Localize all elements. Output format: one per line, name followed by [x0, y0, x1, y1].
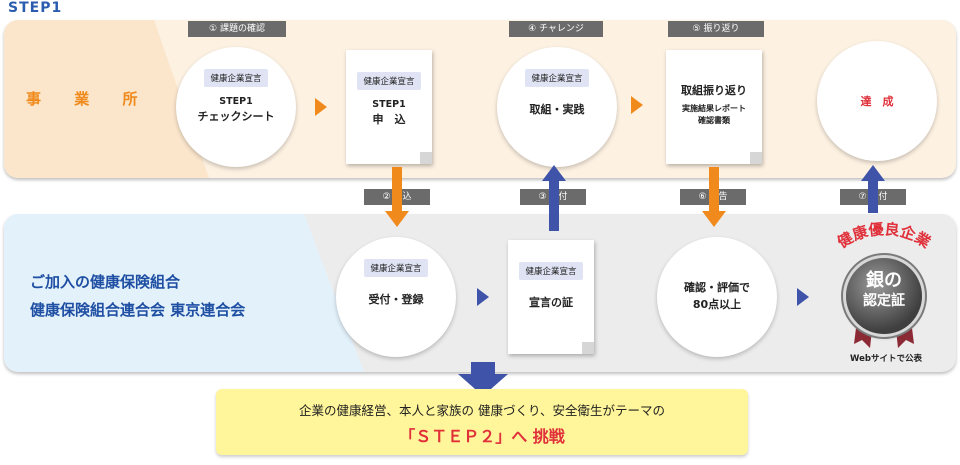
- apply-line1: STEP1: [372, 99, 406, 110]
- union-label-line2: 健康保険組合連合会 東京連合会: [30, 301, 246, 319]
- certificate-tag: 健康企業宣言: [519, 262, 583, 280]
- review-line2: 実施結果レポート: [682, 104, 746, 113]
- register-node: 健康企業宣言 受付・登録: [336, 237, 456, 357]
- certificate-document: 健康企業宣言 宣言の証: [508, 240, 594, 354]
- practice-tag: 健康企業宣言: [525, 69, 589, 87]
- certificate-document-fold: [582, 342, 594, 354]
- step2-callout-line2: 「ＳＴＥＰ２」へ 挑戦: [399, 427, 565, 446]
- office-lane: [4, 20, 956, 178]
- step2-callout: 企業の健康経営、本人と家族の 健康づくり、安全衛生がテーマの 「ＳＴＥＰ２」へ …: [216, 389, 748, 455]
- evaluate-line1: 確認・評価で: [684, 281, 750, 294]
- union-label: ご加入の健康保険組合 健康保険組合連合会 東京連合会: [30, 268, 245, 324]
- arrow-down-orange-report: [702, 167, 726, 227]
- arrow-down-orange-apply: [385, 167, 409, 227]
- review-line1: 取組振り返り: [681, 84, 747, 97]
- review-line3: 確認書類: [698, 116, 730, 125]
- arrow-right-blue-2: [797, 288, 809, 306]
- office-lane-highlight: [4, 20, 209, 178]
- practice-node: 健康企業宣言 取組・実践: [497, 47, 617, 167]
- checksheet-node: 健康企業宣言 STEP1 チェックシート: [176, 47, 296, 167]
- office-label: 事 業 所: [26, 90, 152, 108]
- apply-line2: 申 込: [372, 113, 406, 126]
- badge-step1-issue-check: ① 課題の確認: [188, 21, 286, 37]
- arrow-up-blue-publish: [861, 165, 885, 213]
- arrow-up-blue-send: [542, 165, 566, 231]
- checksheet-line2: チェックシート: [197, 110, 275, 123]
- medal-line1: 銀の: [866, 270, 902, 291]
- checksheet-line1: STEP1: [219, 96, 253, 107]
- badge-step5-review: ⑤ 振り返り: [668, 21, 764, 37]
- arc-title-text: 健康優良企業: [834, 220, 934, 252]
- apply-document: 健康企業宣言 STEP1 申 込: [346, 50, 432, 164]
- union-lane-highlight: [4, 214, 364, 372]
- badge-step4-challenge: ④ チャレンジ: [509, 21, 603, 37]
- register-tag: 健康企業宣言: [364, 259, 428, 277]
- achieve-label: 達 成: [860, 95, 894, 108]
- union-label-line1: ご加入の健康保険組合: [30, 273, 181, 291]
- big-arrow-down-blue: [458, 362, 508, 396]
- evaluate-line2: 80点以上: [692, 298, 742, 311]
- practice-line1: 取組・実践: [529, 103, 585, 116]
- review-document-fold: [750, 152, 762, 164]
- arrow-right-orange-2: [631, 96, 643, 114]
- step-title: STEP1: [8, 0, 63, 16]
- certification-arc-title: 健康優良企業: [834, 220, 934, 252]
- register-line1: 受付・登録: [368, 293, 424, 306]
- arrow-right-blue-1: [477, 288, 489, 306]
- medal-line2: 認定証: [863, 293, 905, 309]
- certificate-line1: 宣言の証: [529, 296, 573, 309]
- step2-callout-line1: 企業の健康経営、本人と家族の 健康づくり、安全衛生がテーマの: [299, 403, 665, 418]
- review-document: 取組振り返り 実施結果レポート 確認書類: [666, 50, 762, 164]
- checksheet-tag: 健康企業宣言: [204, 69, 268, 87]
- apply-document-fold: [420, 152, 432, 164]
- achieve-node: 達 成: [817, 41, 937, 161]
- silver-medal: 銀の 認定証: [846, 258, 922, 334]
- arrow-right-orange-1: [315, 98, 327, 116]
- web-publish-note: Webサイトで公表: [850, 354, 922, 364]
- apply-tag: 健康企業宣言: [357, 72, 421, 90]
- evaluate-node: 確認・評価で 80点以上: [657, 237, 777, 357]
